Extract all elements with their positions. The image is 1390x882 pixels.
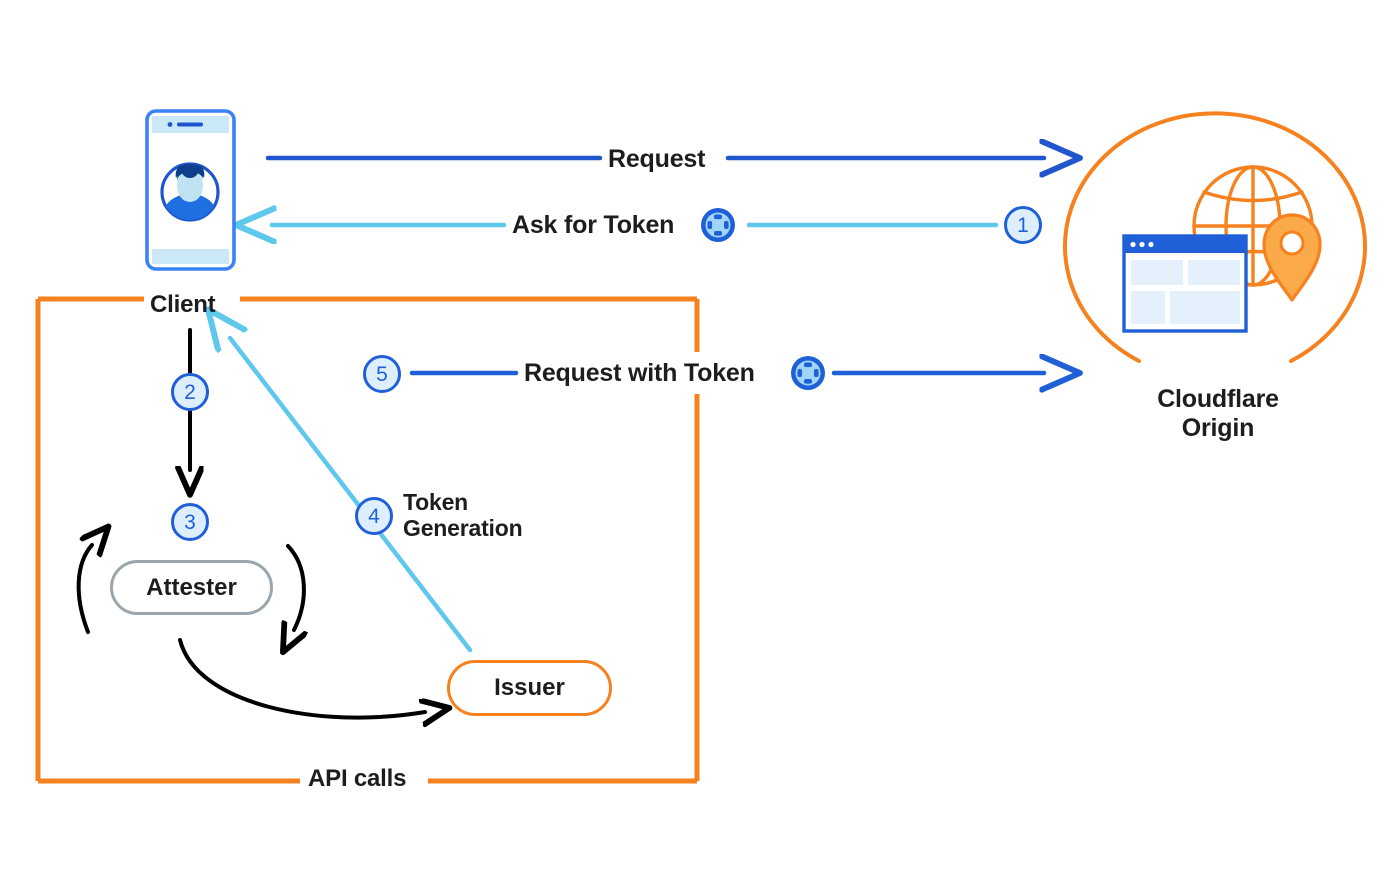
step-badge-3: 3 xyxy=(171,503,209,541)
ask-for-token-flow-label: Ask for Token xyxy=(512,211,675,239)
token-generation-label: Token Generation xyxy=(403,489,523,542)
flow-attester-loop-arrows xyxy=(76,545,425,718)
attester-node[interactable]: Attester xyxy=(110,560,273,615)
api-calls-label: API calls xyxy=(308,765,407,792)
user-avatar-icon xyxy=(160,162,220,222)
privacy-pass-token-icon-ask xyxy=(701,208,735,242)
step-badge-4: 4 xyxy=(355,497,393,535)
origin-label-line-1: Cloudflare xyxy=(1157,385,1279,413)
token-generation-line-2: Generation xyxy=(403,515,523,542)
attester-label: Attester xyxy=(146,573,237,601)
map-pin-icon xyxy=(1262,213,1322,302)
step-badge-1: 1 xyxy=(1004,206,1042,244)
cloudflare-origin-label: Cloudflare Origin xyxy=(1143,385,1293,443)
step-badge-5: 5 xyxy=(363,355,401,393)
token-generation-line-1: Token xyxy=(403,489,469,515)
request-flow-label: Request xyxy=(608,145,706,173)
origin-ring xyxy=(1063,111,1367,363)
issuer-node[interactable]: Issuer xyxy=(447,660,612,716)
request-with-token-flow-label: Request with Token xyxy=(524,359,755,387)
privacy-pass-token-icon-request xyxy=(791,356,825,390)
api-calls-group-border xyxy=(35,296,700,784)
browser-window-icon xyxy=(1122,234,1248,333)
flow-token-generation-arrow xyxy=(230,338,473,653)
client-label: Client xyxy=(150,291,216,318)
step-badge-2: 2 xyxy=(171,373,209,411)
issuer-label: Issuer xyxy=(494,674,565,701)
origin-label-line-2: Origin xyxy=(1181,413,1255,442)
